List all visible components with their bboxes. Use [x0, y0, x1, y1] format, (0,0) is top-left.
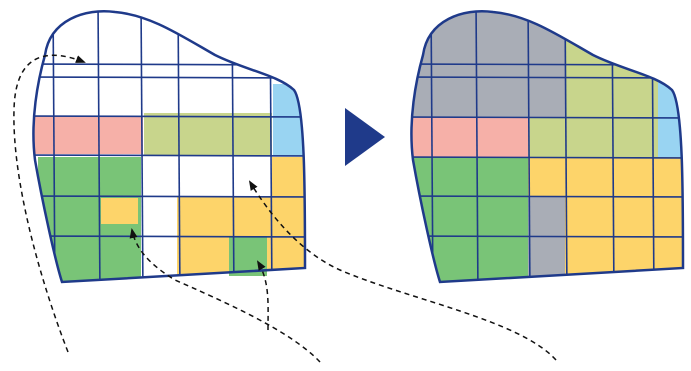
- annotation-curve-green-patch: [256, 260, 269, 331]
- right-gray-top: [411, 11, 565, 117]
- left-lightblue-corner: [273, 84, 306, 156]
- left-olive-band: [144, 113, 272, 155]
- grid-horizontal-line: [33, 195, 306, 198]
- right-yellow-block: [528, 157, 683, 283]
- grid-vertical-line: [177, 11, 181, 283]
- annotation-lines: [13, 54, 557, 363]
- annotation-curve-empty-cell: [248, 180, 557, 361]
- right-fills: [411, 11, 683, 283]
- grid-horizontal-line: [33, 63, 306, 66]
- left-outline: [32, 10, 307, 284]
- right-outline: [410, 10, 685, 284]
- right-olive-lower: [528, 117, 565, 157]
- grid-horizontal-line: [411, 156, 683, 159]
- grid-horizontal-line: [411, 235, 683, 238]
- right-panel-after: [410, 10, 685, 284]
- grid-vertical-line: [97, 11, 101, 283]
- grid-horizontal-line: [411, 116, 683, 119]
- annotation-curve-yellow-patch: [129, 228, 321, 363]
- grid-horizontal-line: [33, 76, 306, 79]
- left-panel-before: [32, 10, 307, 284]
- grid-horizontal-line: [411, 195, 683, 198]
- play-triangle-icon: [345, 108, 385, 166]
- right-olive-right: [565, 40, 658, 157]
- annotation-curve-top-left: [13, 54, 86, 353]
- grid-vertical-line: [140, 11, 144, 283]
- right-gray-column: [528, 196, 565, 283]
- grid-vertical-line: [475, 11, 479, 283]
- right-green-block: [411, 157, 528, 283]
- right-pink-band: [411, 117, 528, 157]
- left-small-yellow-patch: [101, 198, 138, 224]
- grid-vertical-line: [564, 11, 568, 283]
- grid-vertical-line: [527, 11, 531, 283]
- grid-horizontal-line: [33, 115, 306, 118]
- grid-horizontal-line: [411, 76, 683, 79]
- left-yellow-block: [177, 157, 306, 282]
- grid-horizontal-line: [411, 63, 683, 66]
- grid-horizontal-line: [33, 235, 306, 238]
- grid-horizontal-line: [33, 154, 306, 157]
- left-pink-band: [33, 116, 143, 154]
